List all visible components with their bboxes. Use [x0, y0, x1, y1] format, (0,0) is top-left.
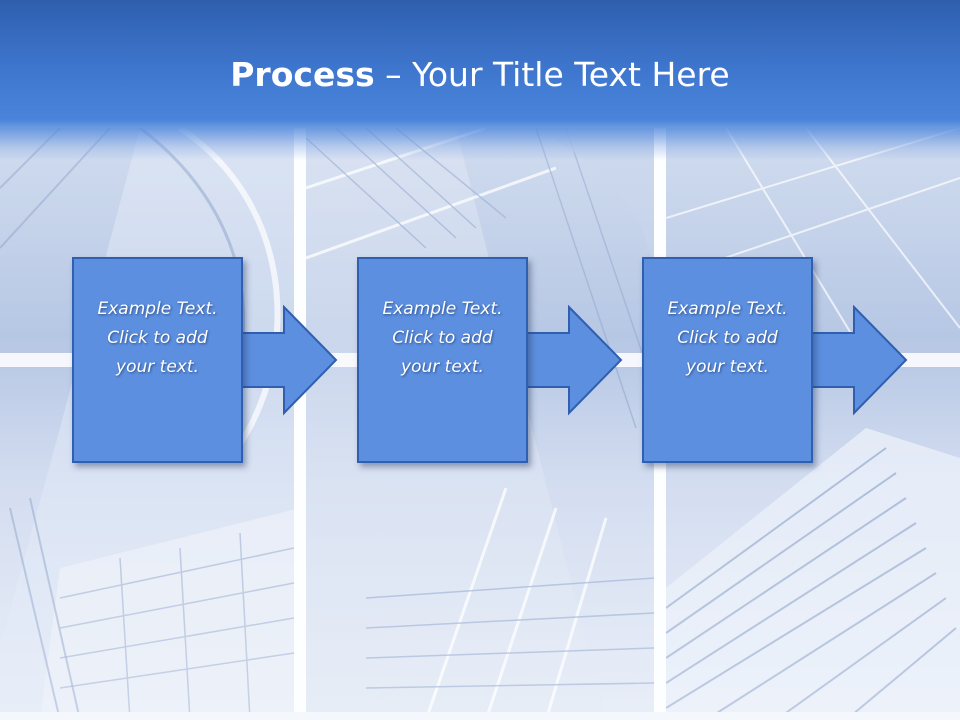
- vertical-divider-1: [294, 128, 306, 720]
- slide-title[interactable]: Process – Your Title Text Here: [0, 54, 960, 96]
- step-3-box[interactable]: Example Text. Click to add your text.: [642, 257, 813, 463]
- step-1-text: Example Text. Click to add your text.: [97, 298, 218, 377]
- step-2-box[interactable]: Example Text. Click to add your text.: [357, 257, 528, 463]
- step-1-arrow-icon[interactable]: [240, 305, 340, 417]
- title-bold: Process: [230, 55, 375, 94]
- bottom-strip: [0, 712, 960, 720]
- step-1-box[interactable]: Example Text. Click to add your text.: [72, 257, 243, 463]
- step-3-arrow-icon[interactable]: [810, 305, 910, 417]
- step-2-arrow-icon[interactable]: [525, 305, 625, 417]
- step-2-text: Example Text. Click to add your text.: [382, 298, 503, 377]
- step-3-text: Example Text. Click to add your text.: [667, 298, 788, 377]
- title-rest: – Your Title Text Here: [374, 55, 730, 94]
- title-bar: Process – Your Title Text Here: [0, 0, 960, 160]
